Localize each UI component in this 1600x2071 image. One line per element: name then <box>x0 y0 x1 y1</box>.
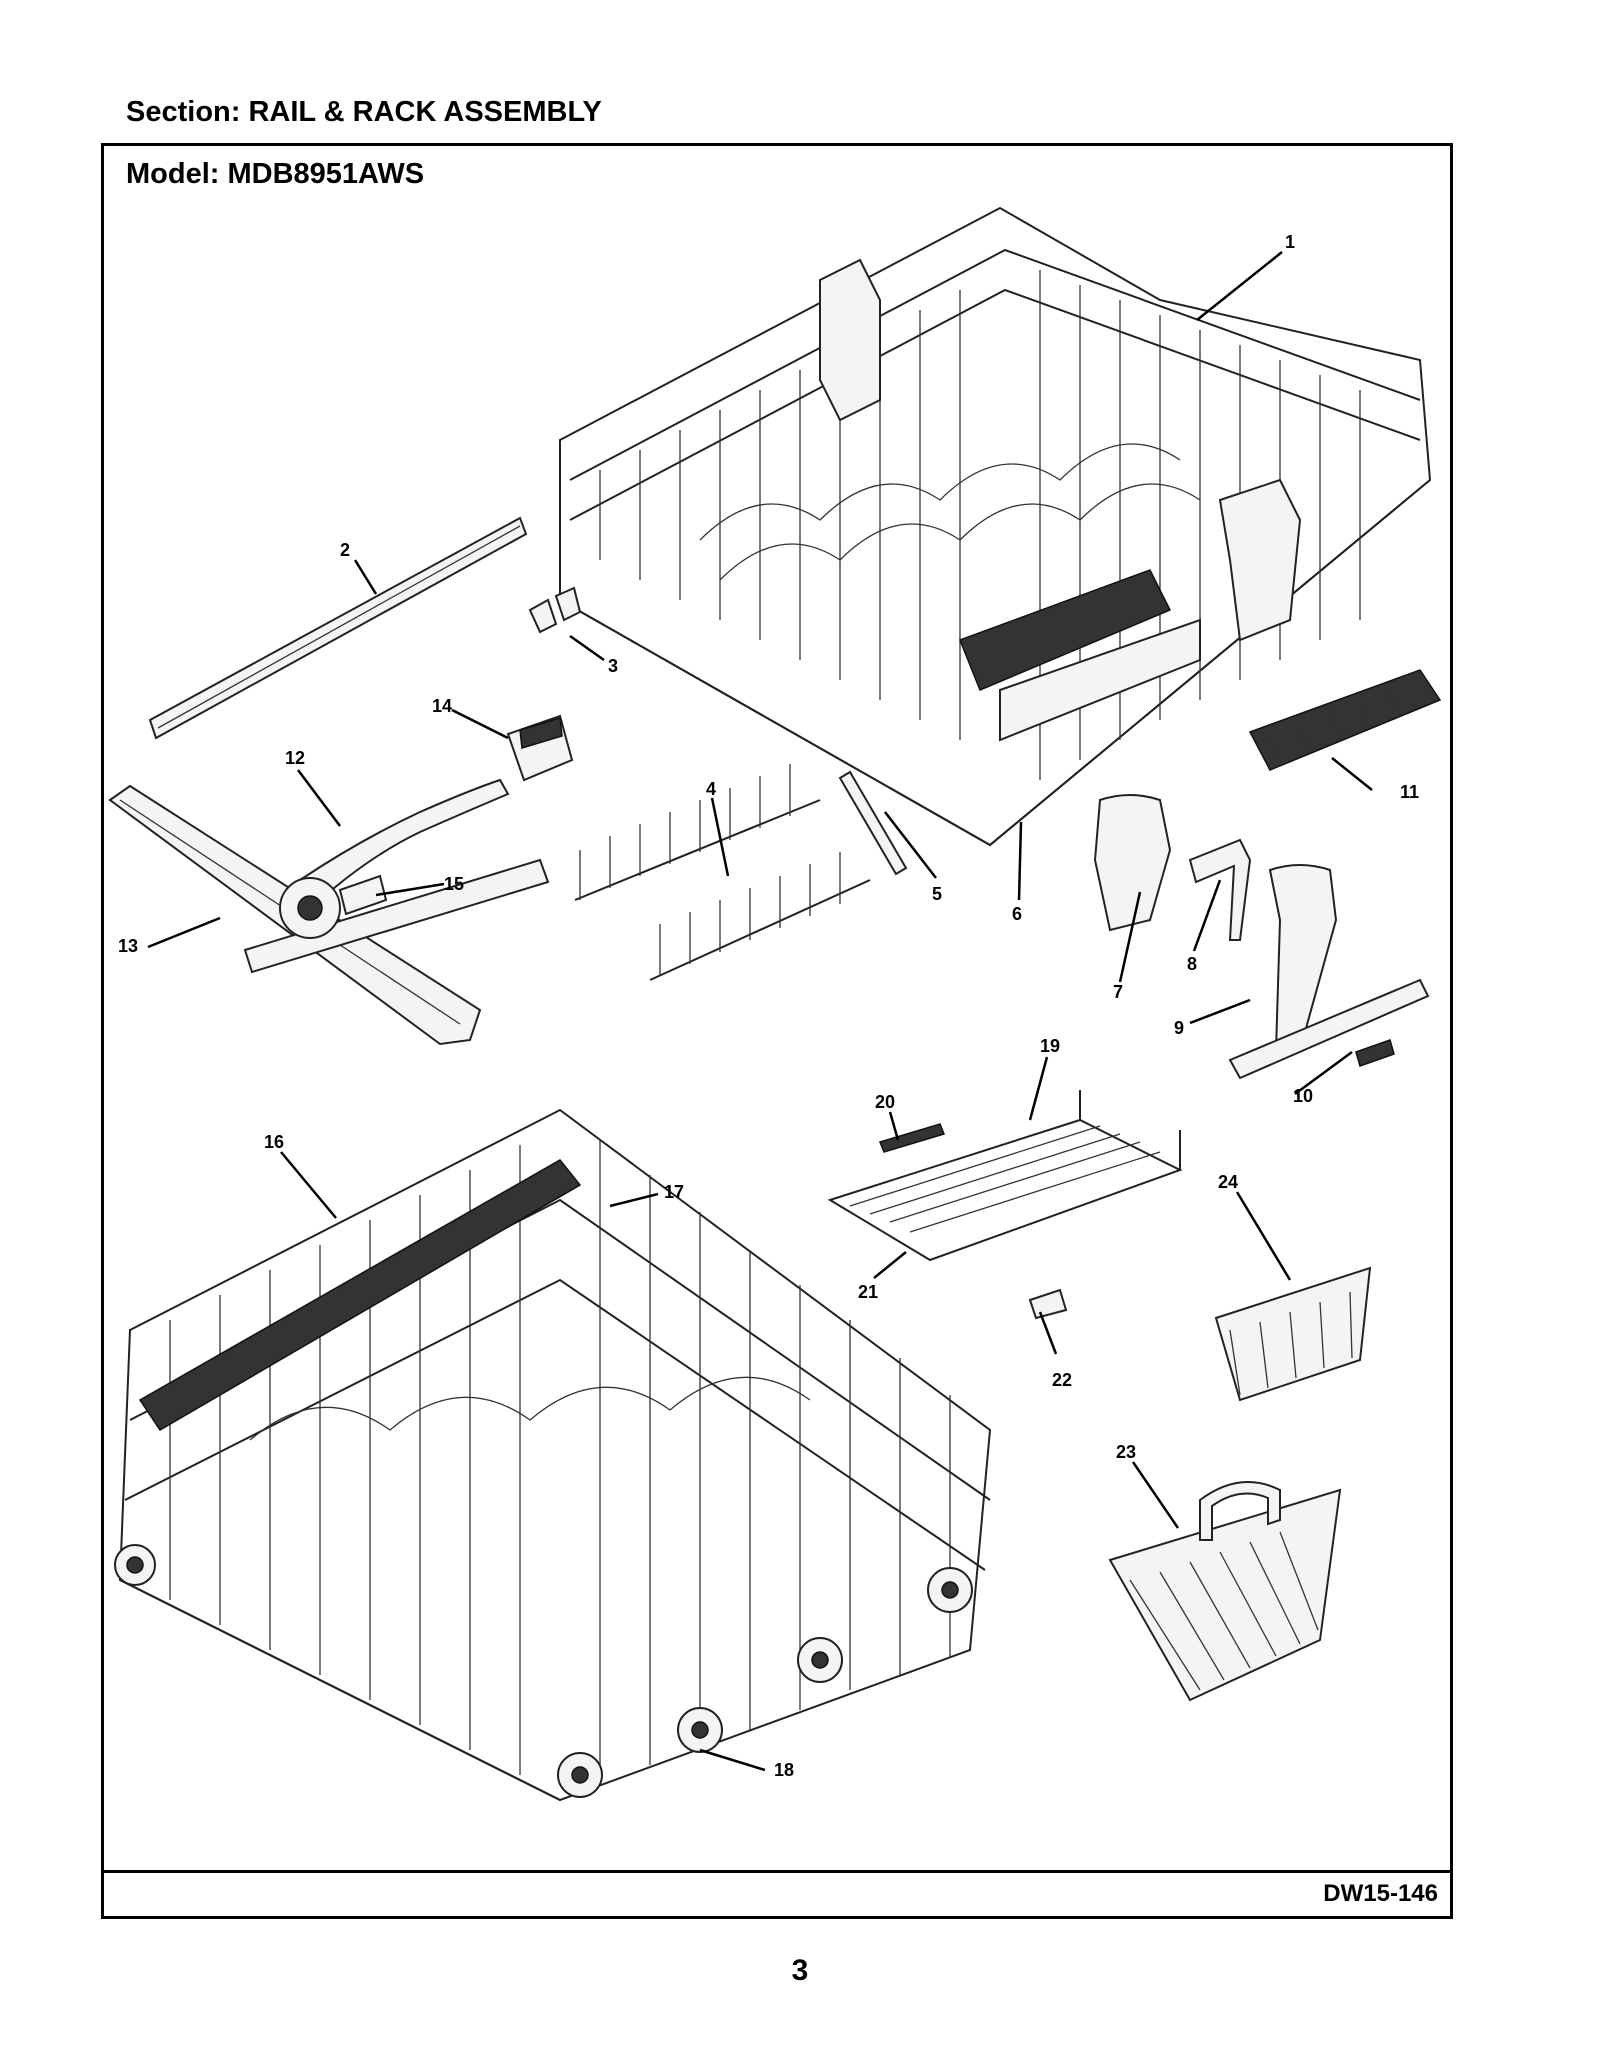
callout-9: 9 <box>1174 1018 1184 1038</box>
upper-rack <box>559 206 1432 847</box>
bracket <box>506 714 574 782</box>
callout-11: 11 <box>1400 782 1419 802</box>
diagram-frame <box>101 143 1453 1919</box>
callout-23: 23 <box>1116 1442 1136 1462</box>
callout-22: 22 <box>1052 1370 1072 1390</box>
tine-row <box>574 764 871 981</box>
spray-arm-assembly <box>108 778 550 1046</box>
callout-19: 19 <box>1040 1036 1060 1056</box>
callout-5: 5 <box>932 884 942 904</box>
link-bar <box>838 770 908 876</box>
adjuster-parts <box>1093 794 1430 1080</box>
callout-8: 8 <box>1187 954 1197 974</box>
callout-3: 3 <box>608 656 618 676</box>
footer-divider <box>101 1870 1453 1873</box>
callout-13: 13 <box>118 936 138 956</box>
callout-12: 12 <box>285 748 305 768</box>
diagram-code: DW15-146 <box>1323 1880 1438 1907</box>
lower-rack <box>114 1108 992 1802</box>
callout-16: 16 <box>264 1132 284 1152</box>
callout-4: 4 <box>706 779 716 799</box>
callout-6: 6 <box>1012 904 1022 924</box>
callout-1: 1 <box>1285 232 1295 252</box>
model-title: Model: MDB8951AWS <box>126 158 425 190</box>
callout-18: 18 <box>774 1760 794 1780</box>
callout-7: 7 <box>1113 982 1123 1002</box>
silverware-basket <box>1108 1481 1342 1702</box>
callout-21: 21 <box>858 1282 878 1302</box>
callout-2: 2 <box>340 540 350 560</box>
page-number: 3 <box>791 1954 809 1987</box>
callout-14: 14 <box>432 696 452 716</box>
callout-15: 15 <box>444 874 464 894</box>
tine-clip-strip <box>1248 669 1442 771</box>
section-title: Section: RAIL & RACK ASSEMBLY <box>126 96 602 128</box>
callout-10: 10 <box>1293 1086 1313 1106</box>
callout-24: 24 <box>1218 1172 1238 1192</box>
small-basket <box>1214 1266 1372 1402</box>
rail <box>148 516 528 740</box>
clip <box>528 586 582 634</box>
callout-leaders <box>147 251 1373 1772</box>
callout-17: 17 <box>664 1182 684 1202</box>
callout-labels: 1 2 3 4 5 6 7 8 9 10 11 12 13 14 15 16 1… <box>118 232 1419 1780</box>
callout-20: 20 <box>875 1092 895 1112</box>
cup-shelf <box>827 1090 1183 1320</box>
